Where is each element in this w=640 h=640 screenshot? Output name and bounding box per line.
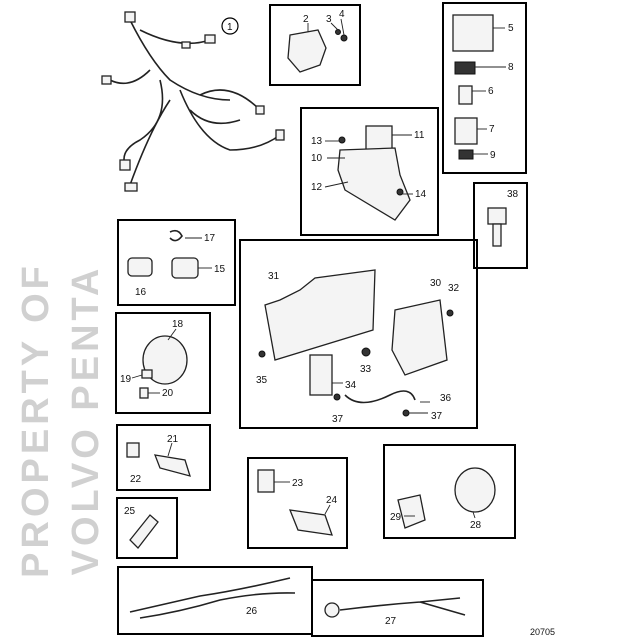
callout-35: 35 xyxy=(256,375,268,386)
callout-24: 24 xyxy=(326,495,338,506)
relay-group-10-14: 11 10 12 13 14 xyxy=(300,107,439,236)
callout-30: 30 xyxy=(430,278,442,289)
callout-3: 3 xyxy=(326,14,332,25)
sender-group-21-22: 21 22 xyxy=(116,424,211,491)
callout-29: 29 xyxy=(390,512,402,523)
cable-group-26: 26 xyxy=(117,566,313,635)
cable-group-27: 27 xyxy=(311,579,484,637)
callout-38: 38 xyxy=(507,189,519,200)
callout-26: 26 xyxy=(246,606,258,617)
callout-20: 20 xyxy=(162,388,174,399)
fuse-holder-group-5-9: 5 6 7 8 9 xyxy=(442,2,527,174)
watermark-line-1: PROPERTY OF xyxy=(15,262,57,578)
callout-8: 8 xyxy=(508,62,514,73)
callout-31: 31 xyxy=(268,271,280,282)
callout-28: 28 xyxy=(470,520,482,531)
callout-5: 5 xyxy=(508,23,514,34)
wiring-harness-group: 1 xyxy=(101,11,285,192)
reference-number: 20705 xyxy=(530,627,555,637)
callout-25: 25 xyxy=(124,506,136,517)
callout-37a: 37 xyxy=(332,414,344,425)
callout-33: 33 xyxy=(360,364,372,375)
connector-group-15-17: 17 15 16 xyxy=(117,219,236,306)
callout-4: 4 xyxy=(339,9,345,20)
callout-13: 13 xyxy=(311,136,323,147)
callout-12: 12 xyxy=(311,182,323,193)
callout-16: 16 xyxy=(135,287,147,298)
callout-21: 21 xyxy=(167,434,179,445)
callout-37b: 37 xyxy=(431,411,443,422)
callout-17: 17 xyxy=(204,233,216,244)
gauge-sender-group-18-20: 18 19 20 xyxy=(115,312,211,414)
callout-36: 36 xyxy=(440,393,452,404)
callout-23: 23 xyxy=(292,478,304,489)
sensor-group-38: 38 xyxy=(473,182,528,269)
watermark: PROPERTY OF VOLVO PENTA xyxy=(15,262,107,578)
watermark-line-2: VOLVO PENTA xyxy=(65,265,107,576)
callout-32: 32 xyxy=(448,283,460,294)
sensor-group-23-24: 23 24 xyxy=(247,457,348,549)
knock-sensor-group-28-29: 29 28 xyxy=(383,444,516,539)
callout-11: 11 xyxy=(414,130,425,141)
callout-circle xyxy=(221,17,239,35)
callout-22: 22 xyxy=(130,474,142,485)
sensor-group-2-4: 2 3 4 xyxy=(269,4,361,86)
callout-27: 27 xyxy=(385,616,397,627)
control-unit-group-30-37: 31 30 32 33 34 35 36 37 37 xyxy=(239,239,478,429)
callout-10: 10 xyxy=(311,153,323,164)
callout-14: 14 xyxy=(415,189,427,200)
callout-18: 18 xyxy=(172,319,184,330)
callout-9: 9 xyxy=(490,150,496,161)
callout-34: 34 xyxy=(345,380,357,391)
sensor-group-25: 25 xyxy=(116,497,178,559)
callout-15: 15 xyxy=(214,264,226,275)
callout-6: 6 xyxy=(488,86,494,97)
callout-19: 19 xyxy=(120,374,132,385)
callout-2: 2 xyxy=(303,14,309,25)
callout-1: 1 xyxy=(227,22,233,33)
callout-7: 7 xyxy=(489,124,495,135)
